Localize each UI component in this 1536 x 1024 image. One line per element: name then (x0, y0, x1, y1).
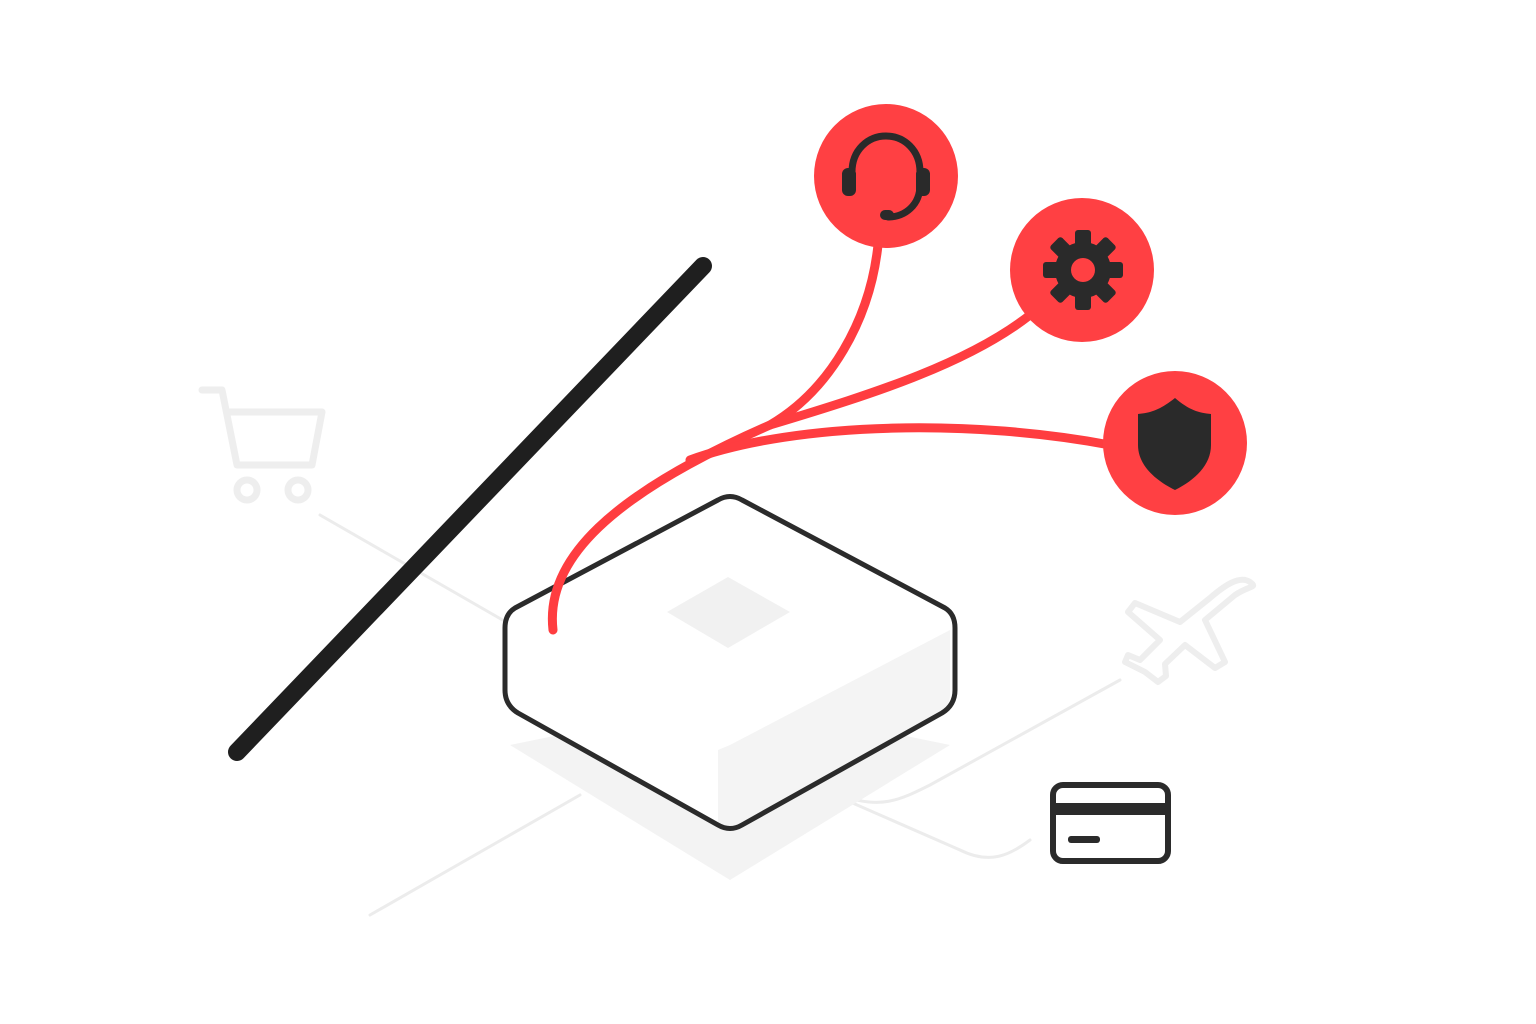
shield-node (1103, 371, 1247, 515)
headset-icon (848, 132, 924, 221)
diagonal-stroke (228, 257, 712, 761)
shield-icon (1138, 398, 1211, 490)
box-top-inset (667, 577, 790, 648)
shopping-cart-icon (198, 386, 326, 504)
gear-icon (1043, 230, 1123, 310)
headset-node (814, 104, 958, 248)
hub-box (502, 494, 958, 831)
red-connection-lines (547, 240, 1115, 635)
gear-node (1010, 198, 1154, 342)
airplane-icon (1122, 576, 1257, 685)
credit-card-icon (1050, 782, 1171, 864)
